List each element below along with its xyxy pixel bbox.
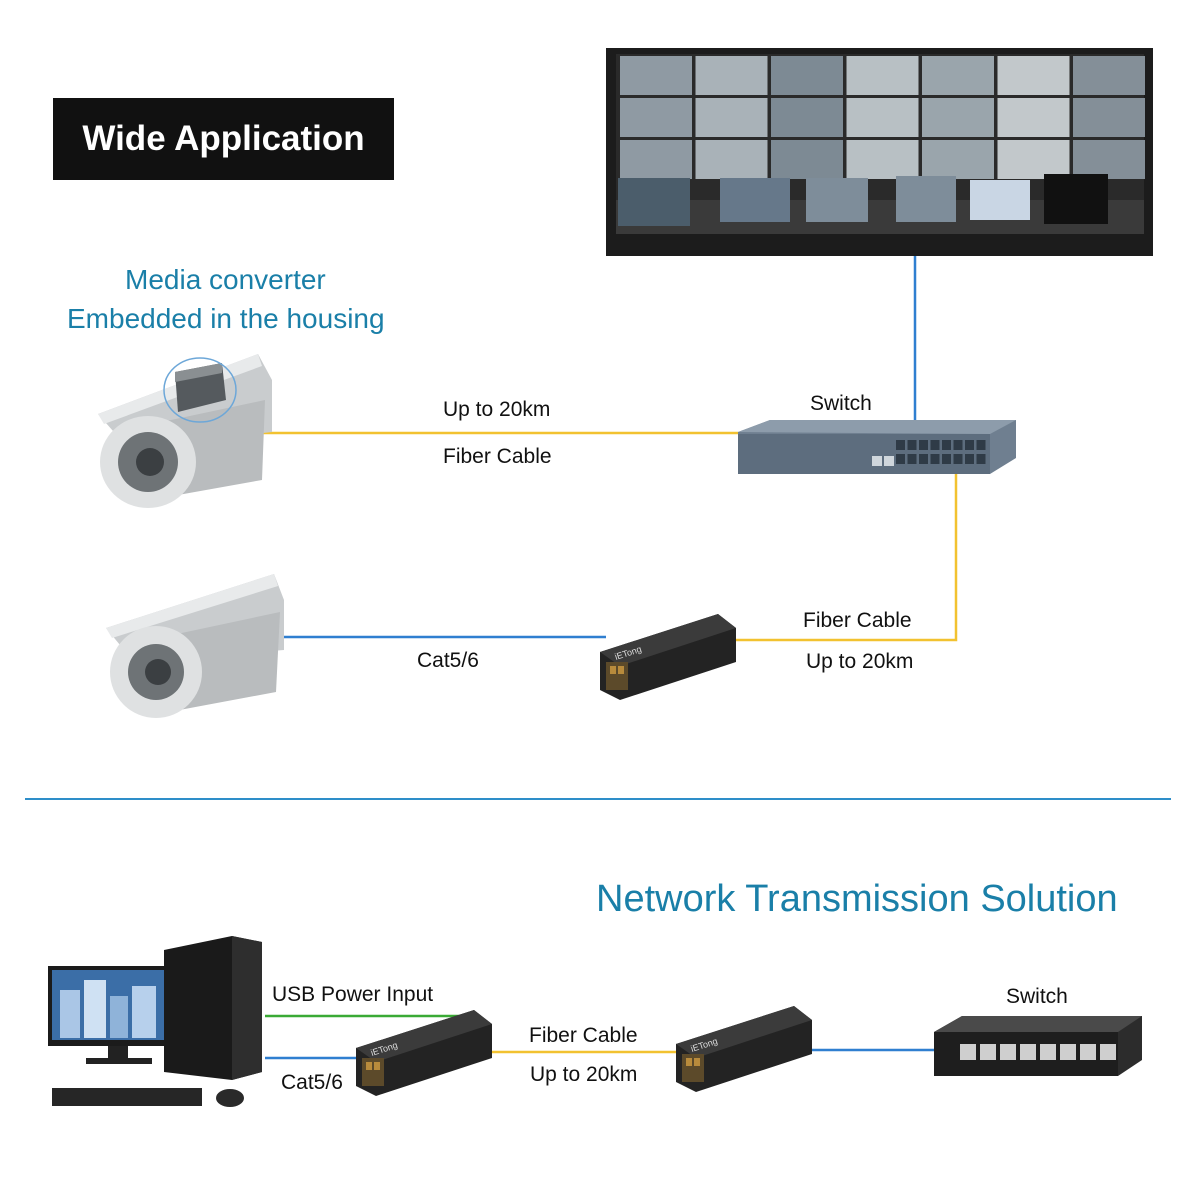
switch-port	[953, 440, 963, 450]
video-wall-screen	[846, 98, 919, 137]
rack-switch	[738, 420, 1016, 474]
switch-port	[907, 454, 917, 464]
switch-port	[965, 440, 974, 450]
video-wall-screen	[1073, 98, 1145, 137]
video-wall-screen	[771, 56, 843, 95]
switch-port	[976, 454, 986, 464]
switch-port	[896, 454, 905, 464]
desk-switch-port	[1100, 1044, 1116, 1060]
switch-port	[942, 440, 951, 450]
switch-uplink-port	[872, 456, 882, 466]
video-wall-screen	[620, 98, 692, 137]
switch-port	[976, 440, 986, 450]
video-wall-screen	[922, 98, 994, 137]
media-converter-switch-side: iETong	[676, 1006, 812, 1092]
desk-switch-port	[980, 1044, 996, 1060]
media-converter-pc-side: iETong	[356, 1010, 492, 1096]
desk-switch-port	[960, 1044, 976, 1060]
switch-port	[907, 440, 917, 450]
fiber-cable-label-bottom: Fiber Cable	[529, 1024, 638, 1047]
switch-port	[930, 440, 940, 450]
page-title: Wide Application	[53, 98, 394, 180]
switch-uplink-port	[884, 456, 894, 466]
video-wall-screen	[1073, 56, 1145, 95]
switch-port	[896, 440, 905, 450]
desk-switch-port	[1060, 1044, 1076, 1060]
video-wall-screen	[620, 140, 692, 179]
callout-line-2: Embedded in the housing	[67, 303, 385, 334]
video-wall-screen	[846, 56, 919, 95]
desk-switch-port	[1040, 1044, 1056, 1060]
switch-port	[942, 454, 951, 464]
camera-with-embedded-converter	[98, 354, 272, 508]
desktop-switch	[934, 1016, 1142, 1076]
desk-switch-port	[1080, 1044, 1096, 1060]
video-wall-screen	[997, 140, 1070, 179]
copper-label-top: Cat5/6	[417, 649, 479, 672]
video-wall-screen	[1073, 140, 1145, 179]
video-wall-image	[606, 48, 1153, 256]
usb-power-label: USB Power Input	[272, 983, 434, 1006]
fiber-distance-label-mid: Up to 20km	[806, 650, 914, 673]
desk-switch-port	[1000, 1044, 1016, 1060]
desktop-computer	[48, 936, 262, 1107]
switch-port	[919, 440, 928, 450]
video-wall-screen	[846, 140, 919, 179]
video-wall-screen	[771, 140, 843, 179]
video-wall-screen	[922, 56, 994, 95]
video-wall-screen	[695, 98, 768, 137]
video-wall-screen	[997, 56, 1070, 95]
camera-standard	[106, 574, 284, 718]
fiber-distance-label-bottom: Up to 20km	[530, 1063, 638, 1086]
switch-port	[930, 454, 940, 464]
switch-label-top: Switch	[810, 392, 872, 415]
video-wall-screen	[695, 56, 768, 95]
video-wall-screen	[771, 98, 843, 137]
desk-switch-port	[1020, 1044, 1036, 1060]
switch-label-bottom: Switch	[1006, 985, 1068, 1008]
switch-port	[953, 454, 963, 464]
fiber-cable-switch-to-converter	[720, 466, 958, 642]
fiber-distance-label-top: Up to 20km	[443, 398, 551, 421]
video-wall-screen	[922, 140, 994, 179]
section-title: Network Transmission Solution	[596, 878, 1118, 920]
fiber-cable-label-mid: Fiber Cable	[803, 609, 912, 632]
media-converter-top: iETong	[600, 614, 736, 700]
video-wall-screen	[695, 140, 768, 179]
video-wall-screen	[620, 56, 692, 95]
section-divider	[25, 798, 1171, 800]
video-wall-screen	[997, 98, 1070, 137]
fiber-cable-label-top: Fiber Cable	[443, 445, 552, 468]
copper-label-bottom: Cat5/6	[281, 1071, 343, 1094]
switch-port	[965, 454, 974, 464]
switch-port	[919, 454, 928, 464]
callout-line-1: Media converter	[125, 264, 326, 295]
